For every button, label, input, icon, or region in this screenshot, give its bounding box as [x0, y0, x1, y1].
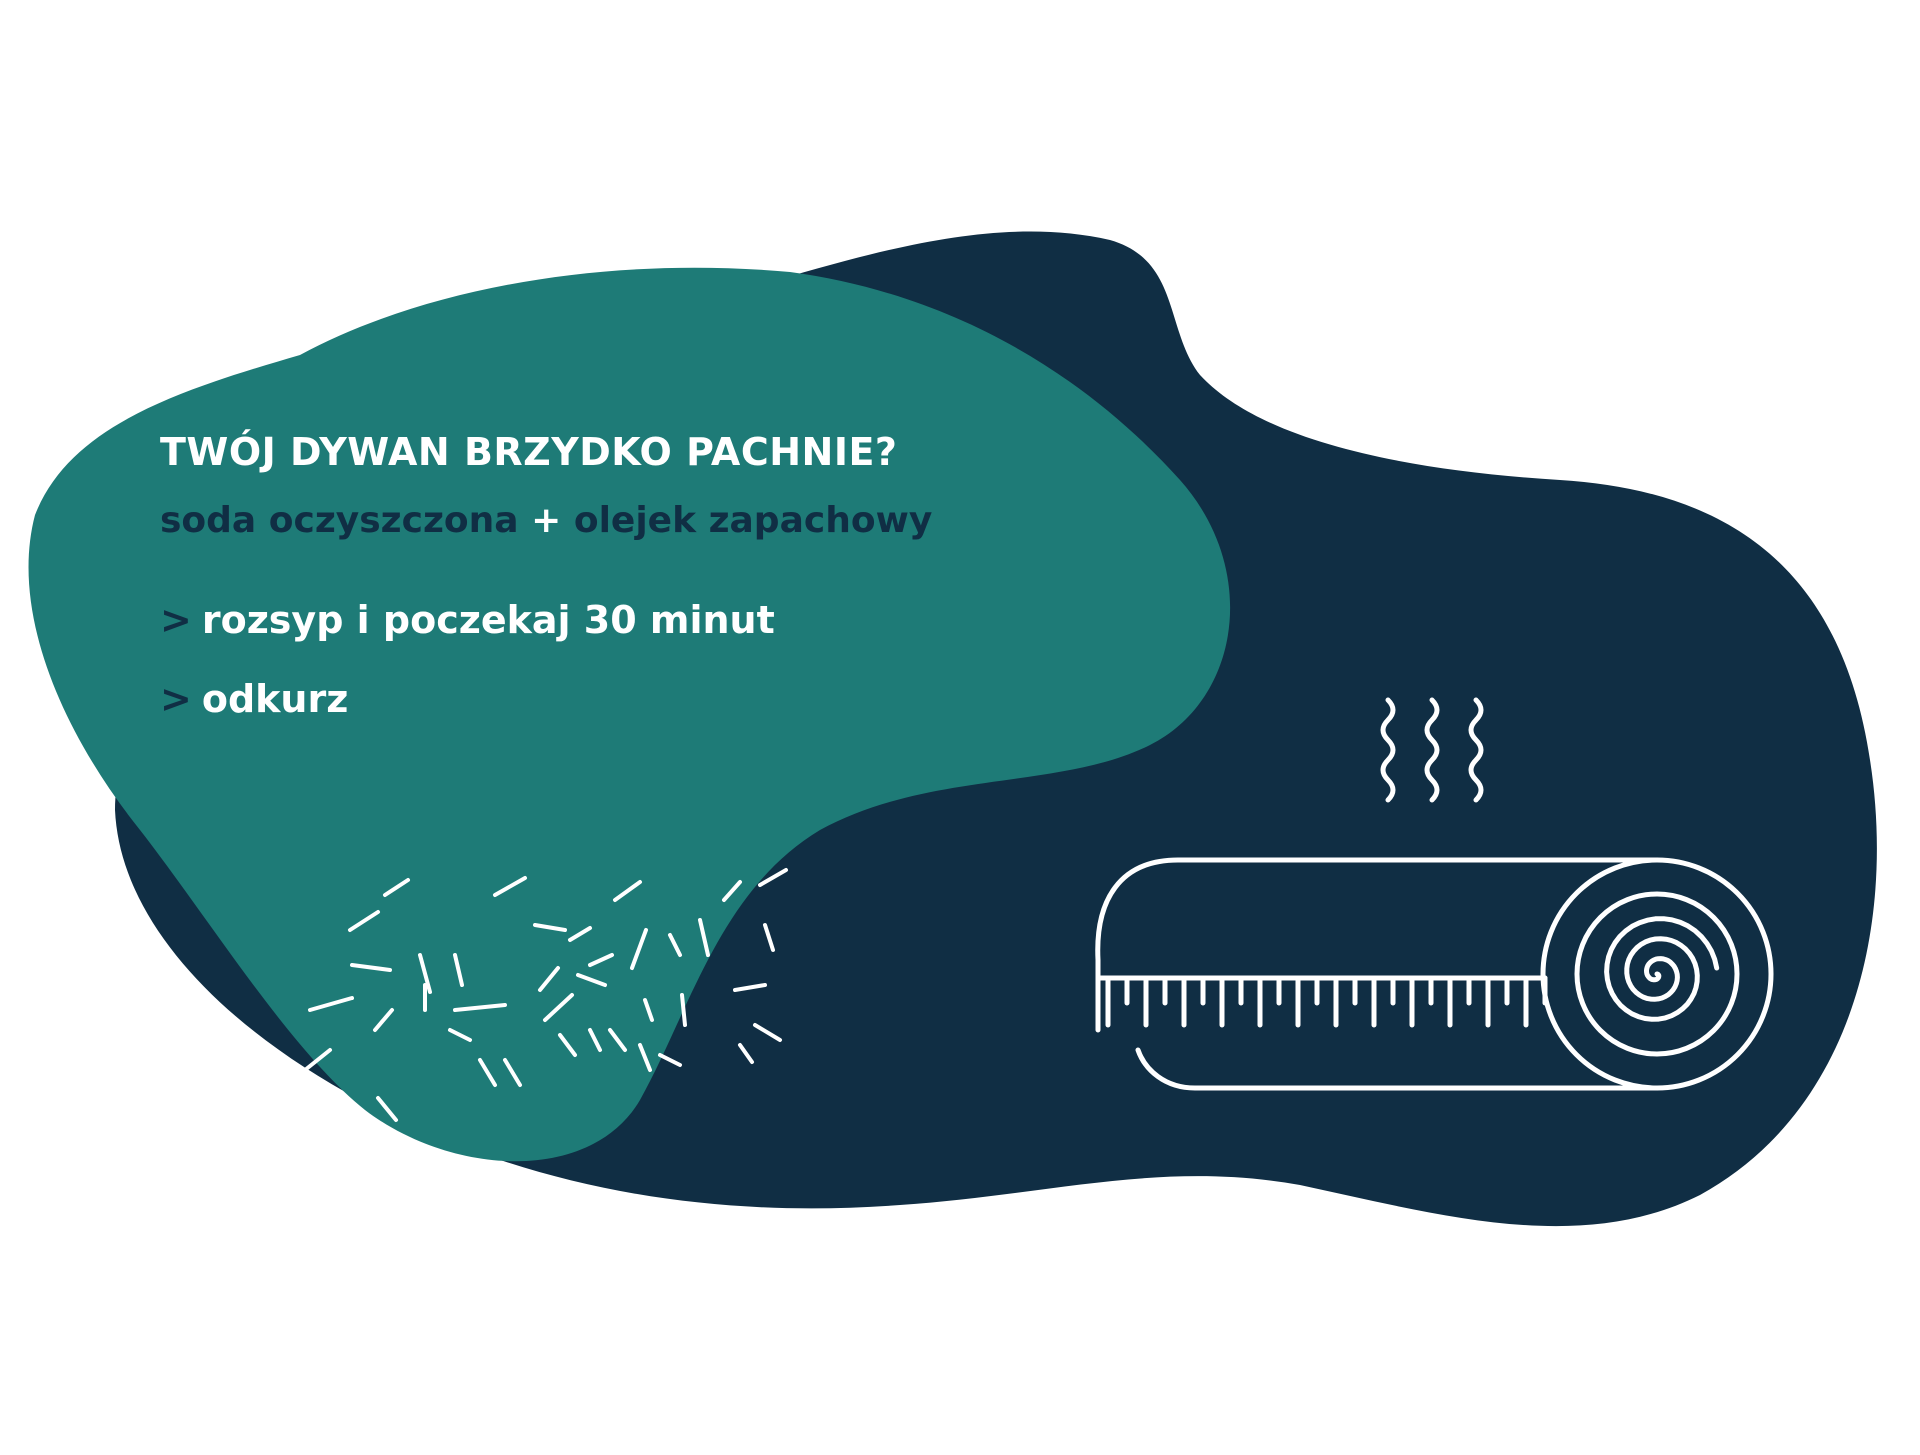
- step-sprinkle-and-wait: >rozsyp i poczekaj 30 minut: [160, 598, 775, 642]
- step-marker: >: [160, 677, 192, 721]
- headline: TWÓJ DYWAN BRZYDKO PACHNIE?: [160, 430, 898, 474]
- baking-soda-granules-icon: [303, 868, 788, 1122]
- recipe-line: soda oczyszczona + olejek zapachowy: [160, 500, 932, 541]
- rolled-carpet-icon: [1095, 857, 1774, 1091]
- step-text: rozsyp i poczekaj 30 minut: [201, 598, 775, 642]
- step-text: odkurz: [201, 677, 349, 721]
- step-marker: >: [160, 598, 192, 642]
- ingredient-fragrance-oil: olejek zapachowy: [573, 500, 933, 541]
- ingredient-baking-soda: soda oczyszczona: [160, 500, 519, 541]
- teal-blob: [28, 267, 1231, 1162]
- odor-waves-icon: [1380, 697, 1484, 803]
- plus-sign: +: [531, 500, 562, 541]
- step-vacuum: >odkurz: [160, 677, 348, 721]
